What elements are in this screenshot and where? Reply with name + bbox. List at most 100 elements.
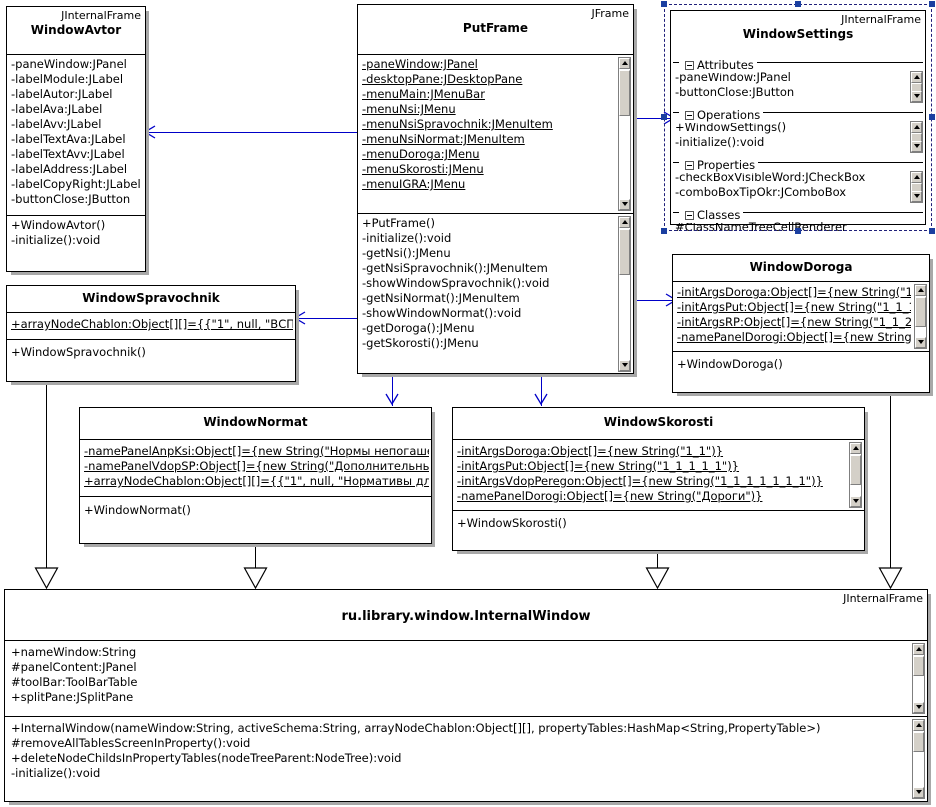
class-title: PutFrame <box>462 21 529 35</box>
class-box-internal-window[interactable]: JInternalFrame ru.library.window.Interna… <box>4 589 928 802</box>
scrollbar-thumb[interactable] <box>915 297 926 327</box>
attribute-item: #toolBar:ToolBarTable <box>11 675 138 689</box>
scroll-down-arrow-icon[interactable] <box>913 787 924 798</box>
class-header-window-doroga: WindowDoroga <box>673 255 929 282</box>
group-rule <box>673 162 923 163</box>
scroll-up-arrow-icon[interactable] <box>619 217 630 228</box>
attribute-list: -namePanelAnpKsi:Object[]={new String("Н… <box>80 440 431 491</box>
attributes-compartment-put-frame: -paneWindow:JPanel -desktopPane:JDesktop… <box>358 55 633 214</box>
scroll-up-arrow-icon[interactable] <box>619 58 630 69</box>
attribute-item: -labelTextAva:JLabel <box>11 132 126 146</box>
scroll-up-arrow-icon[interactable] <box>911 122 922 133</box>
operations-scrollbar[interactable] <box>618 216 631 372</box>
operation-item: -initialize():void <box>362 231 452 245</box>
collapse-toggle-icon[interactable] <box>685 61 694 70</box>
group-label: Classes <box>697 208 741 222</box>
attribute-item: -labelCopyRight:JLabel <box>11 177 141 191</box>
group-header-operations[interactable]: Operations <box>671 104 925 123</box>
attribute-item: -paneWindow:JPanel <box>675 70 791 84</box>
scroll-down-arrow-icon[interactable] <box>850 496 861 507</box>
scrollbar-thumb[interactable] <box>850 455 861 485</box>
attributes-scrollbar[interactable] <box>618 57 631 211</box>
group-header-attributes[interactable]: Attributes <box>671 54 925 73</box>
properties-scrollbar[interactable] <box>910 171 923 203</box>
operations-compartment-internal-window: +InternalWindow(nameWindow:String, activ… <box>5 717 927 801</box>
operation-list: +WindowSpravochnik() <box>7 340 295 362</box>
operation-item: -initialize():void <box>11 766 101 780</box>
operation-item: +WindowNormat() <box>84 503 191 517</box>
attribute-item: -initArgsPut:Object[]={new String("1_1_1… <box>457 459 740 473</box>
selection-handle-top-right[interactable] <box>929 1 935 7</box>
attributes-scrollbar[interactable] <box>849 442 862 508</box>
operation-item: -showWindowNormat():void <box>362 306 522 320</box>
class-box-window-spravochnik[interactable]: WindowSpravochnik +arrayNodeChablon:Obje… <box>6 285 296 382</box>
group-label: Operations <box>697 108 761 122</box>
scrollbar-thumb[interactable] <box>913 732 924 752</box>
operation-item: +WindowSpravochnik() <box>11 345 146 359</box>
scroll-up-arrow-icon[interactable] <box>850 443 861 454</box>
attribute-item: +arrayNodeChablon:Object[][]={{"1", null… <box>11 317 293 331</box>
attribute-item: -initArgsDoroga:Object[]={new String("1_… <box>457 444 724 458</box>
group-label: Attributes <box>697 58 754 72</box>
attribute-item: -desktopPane:JDesktopPane <box>362 72 523 86</box>
attributes-scrollbar[interactable] <box>914 284 927 349</box>
selection-handle-bottom-right[interactable] <box>929 228 935 234</box>
scrollbar-thumb[interactable] <box>619 70 630 116</box>
scroll-down-arrow-icon[interactable] <box>619 360 630 371</box>
property-item: -comboBoxTipOkr:JComboBox <box>675 185 847 199</box>
collapse-toggle-icon[interactable] <box>685 211 694 220</box>
selection-handle-middle-left[interactable] <box>661 114 667 120</box>
attribute-item: -menuNsi:JMenu <box>362 102 456 116</box>
scrollbar-thumb[interactable] <box>619 229 630 275</box>
class-box-window-avtor[interactable]: JInternalFrame WindowAvtor -paneWindow:J… <box>6 6 146 272</box>
attributes-compartment-window-normat: -namePanelAnpKsi:Object[]={new String("Н… <box>80 440 431 497</box>
attribute-item: +splitPane:JSplitPane <box>11 690 134 704</box>
scroll-up-arrow-icon[interactable] <box>913 720 924 731</box>
class-box-window-normat[interactable]: WindowNormat -namePanelAnpKsi:Object[]={… <box>79 407 432 544</box>
selection-handle-bottom-center[interactable] <box>795 228 801 234</box>
scroll-up-arrow-icon[interactable] <box>911 172 922 183</box>
attribute-item: -paneWindow:JPanel <box>362 57 478 71</box>
attribute-item: -initArgsDoroga:Object[]={new String("1_ <box>677 285 911 299</box>
scroll-up-arrow-icon[interactable] <box>913 644 924 655</box>
scroll-down-arrow-icon[interactable] <box>913 702 924 713</box>
scroll-down-arrow-icon[interactable] <box>911 191 922 202</box>
operation-item: -initialize():void <box>11 233 101 247</box>
collapse-toggle-icon[interactable] <box>685 161 694 170</box>
class-box-window-settings[interactable]: JInternalFrame WindowSettings Attributes… <box>670 10 926 234</box>
group-rule <box>673 212 923 213</box>
operation-list: +PutFrame() -initialize():void -getNsi()… <box>358 214 633 353</box>
operation-item: +WindowSettings() <box>675 120 787 134</box>
operations-scrollbar[interactable] <box>912 719 925 799</box>
class-title: WindowSkorosti <box>603 415 714 429</box>
selection-handle-middle-right[interactable] <box>929 114 935 120</box>
scroll-down-arrow-icon[interactable] <box>911 91 922 102</box>
selection-handle-top-left[interactable] <box>661 1 667 7</box>
selection-handle-top-center[interactable] <box>795 1 801 7</box>
class-header-window-settings: JInternalFrame WindowSettings <box>671 11 925 54</box>
operations-scrollbar[interactable] <box>910 121 923 153</box>
class-box-window-skorosti[interactable]: WindowSkorosti -initArgsDoroga:Object[]=… <box>452 407 865 551</box>
selection-handle-bottom-left[interactable] <box>661 228 667 234</box>
operation-list: +InternalWindow(nameWindow:String, activ… <box>5 717 927 783</box>
scroll-down-arrow-icon[interactable] <box>619 199 630 210</box>
collapse-toggle-icon[interactable] <box>685 111 694 120</box>
class-header-window-normat: WindowNormat <box>80 408 431 440</box>
class-box-put-frame[interactable]: JFrame PutFrame -paneWindow:JPanel -desk… <box>357 4 634 374</box>
operation-item: +WindowAvtor() <box>11 218 106 232</box>
attributes-scrollbar[interactable] <box>912 643 925 714</box>
class-box-window-doroga[interactable]: WindowDoroga -initArgsDoroga:Object[]={n… <box>672 254 930 393</box>
scroll-down-arrow-icon[interactable] <box>911 141 922 152</box>
generalization-triangle-spravochnik <box>34 567 59 590</box>
scroll-up-arrow-icon[interactable] <box>911 72 922 83</box>
scrollbar-thumb[interactable] <box>913 656 924 676</box>
attributes-scrollbar[interactable] <box>910 71 923 103</box>
group-header-classes[interactable]: Classes <box>671 204 925 223</box>
attribute-item: -menuMain:JMenuBar <box>362 87 485 101</box>
scroll-down-arrow-icon[interactable] <box>915 337 926 348</box>
link-putframe-to-windowavtor <box>147 132 358 133</box>
class-title: WindowSpravochnik <box>82 291 220 305</box>
group-header-properties[interactable]: Properties <box>671 154 925 173</box>
scroll-up-arrow-icon[interactable] <box>915 285 926 296</box>
